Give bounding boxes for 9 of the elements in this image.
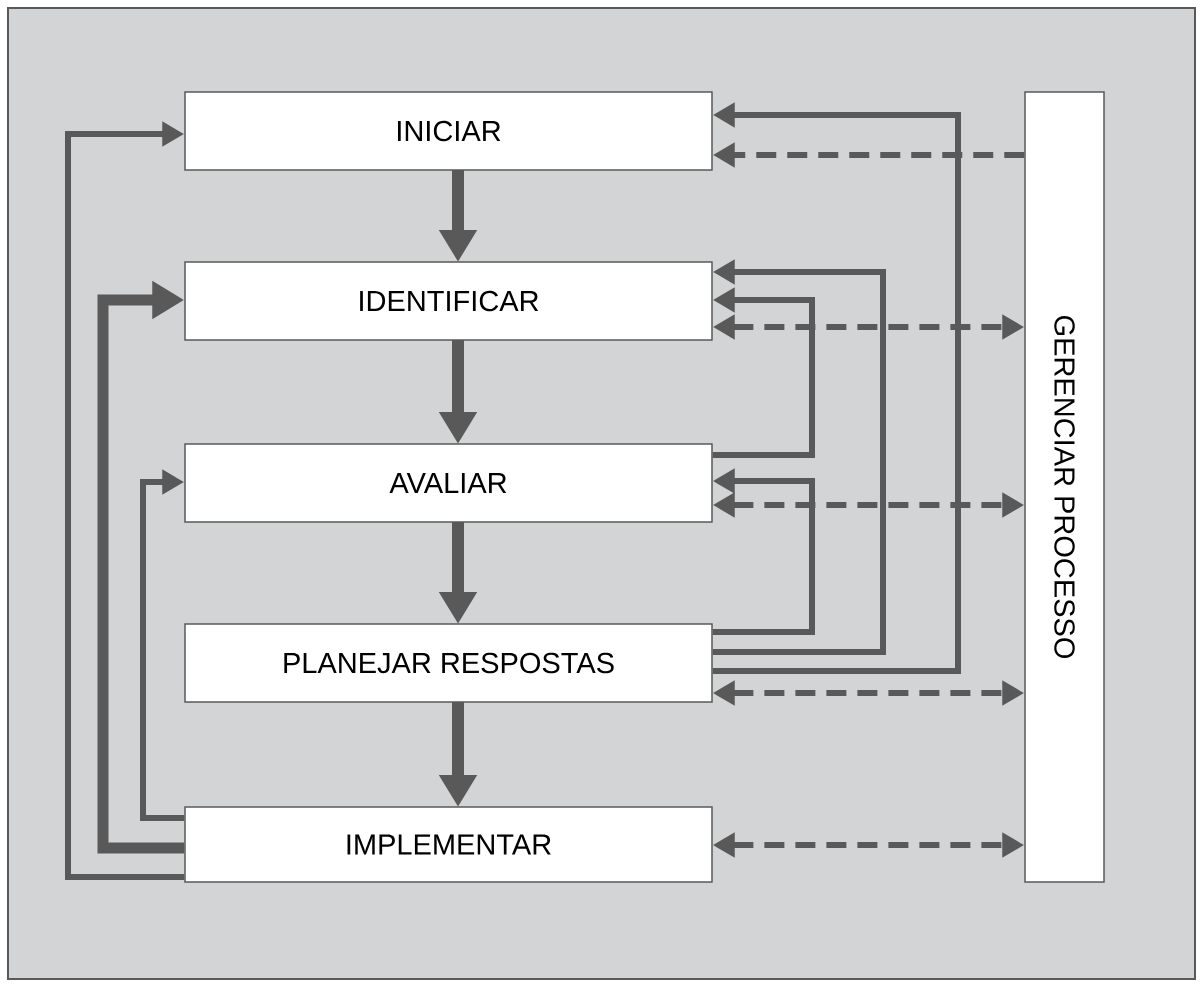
vertical-box: GERENCIAR PROCESSO bbox=[1024, 91, 1105, 883]
process-box: PLANEJAR RESPOSTAS bbox=[184, 623, 713, 703]
arrow bbox=[140, 469, 185, 821]
arrow bbox=[65, 121, 185, 880]
arrow bbox=[97, 280, 185, 854]
process-box: INICIAR bbox=[184, 91, 713, 171]
process-box: IMPLEMENTAR bbox=[184, 806, 713, 883]
process-box: AVALIAR bbox=[184, 443, 713, 523]
process-box: IDENTIFICAR bbox=[184, 261, 713, 341]
